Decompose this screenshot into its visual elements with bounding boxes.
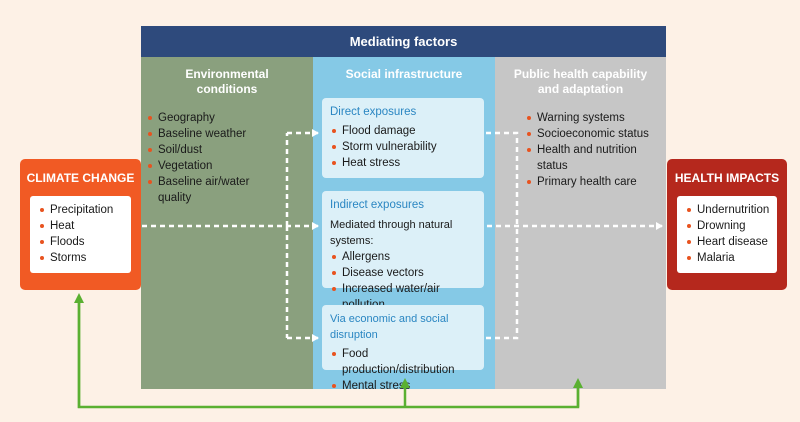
economic-disruption-title: Via economic and social disruption — [330, 313, 449, 341]
list-item: Baseline air/water — [148, 174, 308, 190]
list-item: Malaria — [687, 250, 769, 266]
environmental-list: Geography Baseline weather Soil/dust Veg… — [148, 110, 308, 206]
list-item: Mental stress — [332, 378, 476, 394]
environmental-title-line2: conditions — [196, 82, 258, 96]
environmental-conditions-column: Environmental conditions — [141, 57, 313, 389]
list-item: Precipitation — [40, 202, 123, 218]
mediating-factors-title: Mediating factors — [349, 34, 458, 49]
direct-exposures-box: Direct exposures Flood damage Storm vuln… — [322, 98, 484, 178]
public-health-column: Public health capability and adaptation — [495, 57, 666, 389]
list-item: Disease vectors — [332, 265, 476, 281]
direct-exposures-list: Flood damage Storm vulnerability Heat st… — [330, 123, 476, 171]
climate-change-panel: Precipitation Heat Floods Storms — [30, 196, 131, 273]
indirect-exposures-box: Indirect exposures Mediated through natu… — [322, 191, 484, 311]
list-item: Health and nutrition status — [527, 142, 667, 174]
list-item-continuation: quality — [148, 190, 308, 206]
public-health-title: Public health capability and adaptation — [495, 67, 666, 97]
list-item: Flood damage — [332, 123, 476, 139]
economic-disruption-box: Via economic and social disruption Food … — [322, 305, 484, 392]
environmental-title-line1: Environmental — [185, 67, 269, 81]
list-item: Soil/dust — [148, 142, 308, 158]
list-item: Heat stress — [332, 155, 476, 171]
climate-change-list: Precipitation Heat Floods Storms — [40, 202, 123, 266]
direct-output-line — [486, 131, 519, 226]
health-impacts-title: HEALTH IMPACTS — [674, 171, 780, 185]
list-item: Primary health care — [527, 174, 667, 190]
climate-change-box: CLIMATE CHANGE Precipitation Heat Floods… — [20, 159, 141, 290]
health-impacts-panel: Undernutrition Drowning Heart disease Ma… — [677, 196, 777, 273]
list-item: Baseline weather — [148, 126, 308, 142]
public-health-list: Warning systems Socioeconomic status Hea… — [527, 110, 667, 190]
public-health-title-line1: Public health capability — [513, 67, 648, 81]
list-item: Warning systems — [527, 110, 667, 126]
climate-change-title: CLIMATE CHANGE — [26, 171, 135, 185]
indirect-exposures-title: Indirect exposures — [330, 199, 424, 211]
list-item-continuation-text: quality — [158, 192, 192, 204]
mediating-factors-header: Mediating factors — [141, 26, 666, 57]
list-item: Storm vulnerability — [332, 139, 476, 155]
list-item: Storms — [40, 250, 123, 266]
list-item: Heat — [40, 218, 123, 234]
social-infrastructure-title: Social infrastructure — [345, 67, 463, 81]
list-item: Undernutrition — [687, 202, 769, 218]
feedback-loop-line — [77, 296, 580, 409]
public-health-title-line2: and adaptation — [537, 82, 624, 96]
list-item: Food production/distribution — [332, 346, 476, 378]
indirect-exposures-note: Mediated through natural systems: — [330, 219, 453, 247]
direct-exposures-title: Direct exposures — [330, 106, 417, 118]
list-item: Geography — [148, 110, 308, 126]
list-item: Vegetation — [148, 158, 308, 174]
health-impacts-list: Undernutrition Drowning Heart disease Ma… — [687, 202, 769, 266]
list-item: Floods — [40, 234, 123, 250]
economic-output-line — [486, 226, 519, 340]
economic-disruption-list: Food production/distribution Mental stre… — [330, 346, 476, 394]
list-item: Heart disease — [687, 234, 769, 250]
list-item: Socioeconomic status — [527, 126, 667, 142]
environmental-conditions-title: Environmental conditions — [141, 67, 313, 97]
list-item: Allergens — [332, 249, 476, 265]
list-item: Drowning — [687, 218, 769, 234]
health-impacts-box: HEALTH IMPACTS Undernutrition Drowning H… — [667, 159, 787, 290]
